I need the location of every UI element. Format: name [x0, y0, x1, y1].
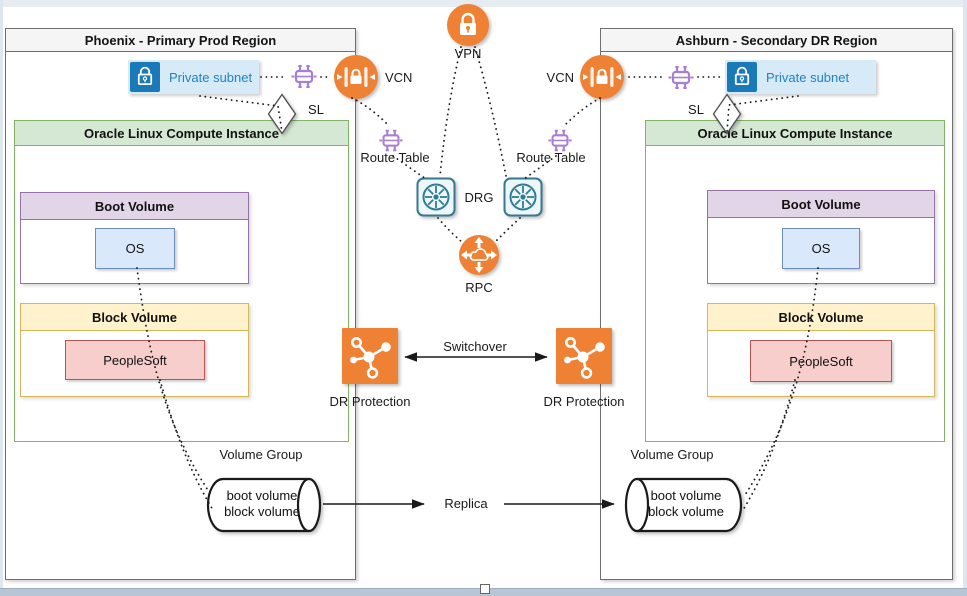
dr-protection-label-right: DR Protection: [543, 393, 625, 409]
os-box-left[interactable]: OS: [95, 228, 175, 269]
region-title-ashburn: Ashburn - Secondary DR Region: [601, 29, 952, 52]
route-table-icon[interactable]: [666, 62, 696, 92]
peoplesoft-box-left[interactable]: PeopleSoft: [65, 340, 205, 380]
switchover-label: Switchover: [441, 339, 509, 354]
private-subnet-left[interactable]: Private subnet: [128, 60, 259, 94]
drg-label: DRG: [464, 189, 494, 205]
sl-label-left: SL: [308, 101, 324, 117]
dr-protection-molecule-icon-left[interactable]: [342, 328, 398, 384]
vpn-label: VPN: [454, 45, 482, 61]
vcn-gateway-icon-right[interactable]: [579, 54, 625, 100]
compute-instance-title-left: Oracle Linux Compute Instance: [15, 121, 348, 146]
route-table-label-left: Route Table: [360, 150, 430, 165]
region-title-phoenix: Phoenix - Primary Prod Region: [6, 29, 355, 52]
resize-handle[interactable]: [480, 584, 490, 594]
lock-icon: [130, 62, 160, 92]
private-subnet-label-left: Private subnet: [169, 69, 253, 85]
block-volume-title-left: Block Volume: [21, 304, 248, 331]
security-list-diamond-left[interactable]: [267, 93, 297, 135]
lock-icon: [727, 62, 757, 92]
private-subnet-right[interactable]: Private subnet: [725, 60, 876, 94]
volume-group-cylinder-left[interactable]: [203, 476, 325, 534]
boot-volume-title-left: Boot Volume: [21, 193, 248, 220]
block-volume-title-right: Block Volume: [708, 304, 934, 331]
vcn-gateway-icon-left[interactable]: [333, 54, 379, 100]
window-left-border: [0, 0, 3, 596]
volume-group-label-left: Volume Group: [219, 446, 303, 462]
vcn-label-left: VCN: [385, 69, 413, 85]
route-table-icon[interactable]: [289, 61, 319, 91]
rpc-label: RPC: [465, 279, 493, 295]
region-box-ashburn[interactable]: Ashburn - Secondary DR Region: [600, 28, 953, 580]
os-box-right[interactable]: OS: [782, 228, 860, 269]
route-table-icon-left[interactable]: [377, 126, 405, 154]
route-table-label-right: Route Table: [516, 150, 586, 165]
dr-protection-label-left: DR Protection: [329, 393, 411, 409]
vpn-lock-icon[interactable]: [446, 3, 490, 47]
region-box-phoenix[interactable]: Phoenix - Primary Prod Region: [5, 28, 356, 580]
dr-protection-molecule-icon-right[interactable]: [556, 328, 612, 384]
boot-volume-title-right: Boot Volume: [708, 191, 934, 218]
drg-wheel-icon-right[interactable]: [503, 177, 543, 217]
peoplesoft-box-right[interactable]: PeopleSoft: [750, 340, 892, 382]
window-top-border: [0, 0, 967, 7]
replica-label: Replica: [442, 495, 490, 511]
sl-label-right: SL: [688, 101, 704, 117]
rpc-cloud-icon[interactable]: [458, 234, 500, 276]
window-right-border: [963, 0, 967, 596]
security-list-diamond-right[interactable]: [712, 93, 742, 135]
private-subnet-label-right: Private subnet: [766, 69, 850, 85]
volume-group-label-right: Volume Group: [630, 446, 714, 462]
volume-group-contents-left: boot volume block volume: [224, 488, 300, 519]
compute-instance-title-right: Oracle Linux Compute Instance: [646, 121, 944, 146]
drg-wheel-icon-left[interactable]: [416, 177, 456, 217]
volume-group-cylinder-right[interactable]: [618, 476, 746, 534]
volume-group-contents-right: boot volume block volume: [648, 488, 724, 519]
vcn-label-right: VCN: [546, 69, 574, 85]
route-table-icon-right[interactable]: [546, 126, 574, 154]
